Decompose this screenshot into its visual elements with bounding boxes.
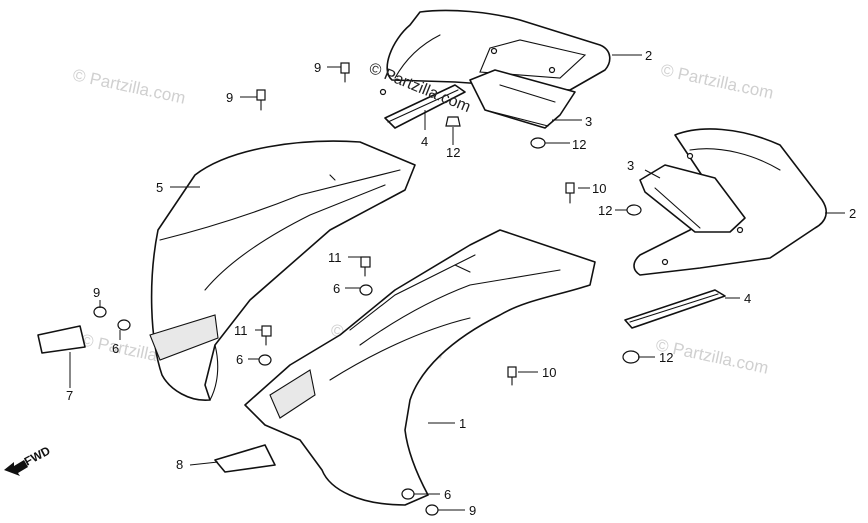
callout-10-center[interactable]: 11: [328, 250, 342, 265]
part-4-upper-plate[interactable]: [384, 84, 466, 129]
callout-2-right[interactable]: 2: [849, 206, 856, 221]
callout-6-center[interactable]: 6: [333, 281, 340, 296]
watermark-top-left: © Partzilla.com: [71, 65, 187, 107]
callout-4-upper[interactable]: 4: [421, 134, 428, 149]
callout-11-bottom[interactable]: 9: [469, 503, 476, 518]
right-hardware: [565, 182, 642, 364]
callout-3-right[interactable]: 3: [627, 158, 634, 173]
callout-2-upper[interactable]: 2: [645, 48, 652, 63]
part-2-upper-mudguard[interactable]: [379, 9, 611, 96]
part-5-left-fender[interactable]: [149, 140, 416, 401]
callout-8[interactable]: 8: [176, 457, 183, 472]
fwd-label: FWD: [22, 443, 53, 468]
callouts: 2 3 4 12 12 9 9 5 3 10 12 2 4 12 11 6 11…: [66, 48, 856, 518]
callout-12-right[interactable]: 12: [598, 203, 612, 218]
part-3-upper-stay[interactable]: [469, 69, 576, 129]
callout-6-bottom[interactable]: 6: [444, 487, 451, 502]
leader-lines: [69, 54, 845, 511]
watermark-top-right: © Partzilla.com: [659, 60, 775, 102]
callout-9-upper[interactable]: 9: [314, 60, 321, 75]
callout-12-upper-right[interactable]: 12: [572, 137, 586, 152]
callout-6-left[interactable]: 6: [236, 352, 243, 367]
callout-5[interactable]: 5: [156, 180, 163, 195]
callout-10-left[interactable]: 11: [234, 323, 248, 338]
callout-6-far-left[interactable]: 6: [112, 341, 119, 356]
callout-3-upper[interactable]: 3: [585, 114, 592, 129]
callout-12-upper[interactable]: 12: [446, 145, 460, 160]
part-3-right-stay[interactable]: [639, 164, 746, 233]
part-7-reflector[interactable]: [37, 325, 86, 354]
upper-hardware: [256, 62, 546, 149]
callout-9-center[interactable]: 10: [542, 365, 556, 380]
callout-11-left[interactable]: 9: [93, 285, 100, 300]
part-1-front-fender[interactable]: [244, 229, 596, 506]
fwd-arrow-icon: [4, 460, 28, 476]
fwd-indicator: FWD: [4, 443, 53, 476]
callout-4-right[interactable]: 4: [744, 291, 751, 306]
part-4-right-plate[interactable]: [624, 289, 726, 329]
callout-7[interactable]: 7: [66, 388, 73, 403]
part-8-reflector[interactable]: [214, 444, 276, 473]
callout-12-lower-right[interactable]: 12: [659, 350, 673, 365]
callout-9-right[interactable]: 10: [592, 181, 606, 196]
callout-1[interactable]: 1: [459, 416, 466, 431]
callout-9-upper-left[interactable]: 9: [226, 90, 233, 105]
